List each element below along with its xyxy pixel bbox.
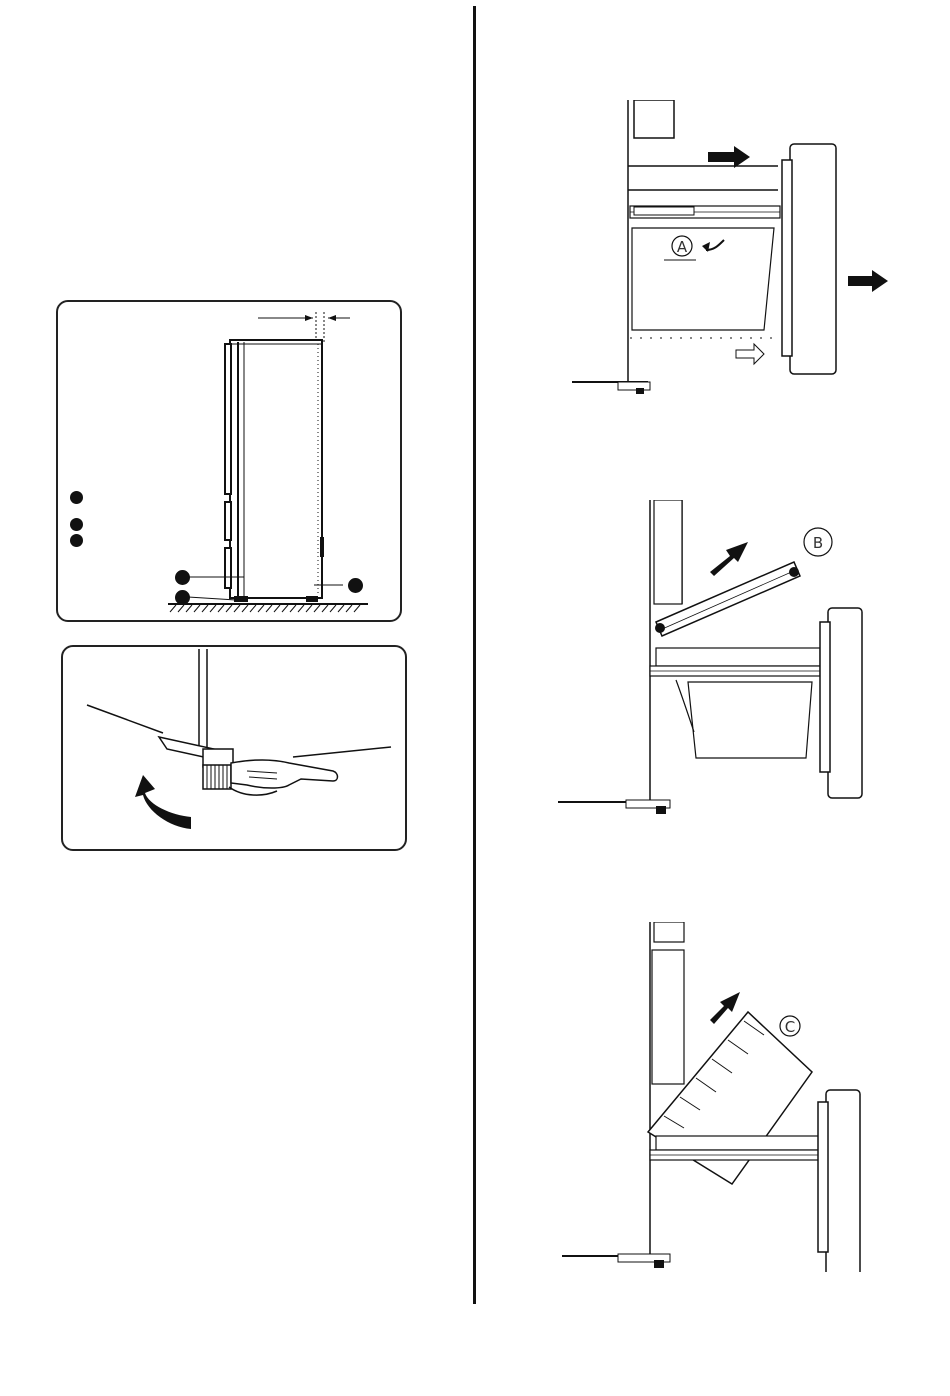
callout-marker-6 — [348, 578, 363, 593]
callout-marker-3 — [70, 534, 83, 547]
adjustable-foot-illustration — [63, 647, 405, 849]
leveling-diagram-panel — [56, 300, 402, 622]
fridge-side-view — [58, 302, 400, 620]
callout-marker-5 — [175, 590, 190, 605]
drawer-removal-step-b: B — [556, 500, 886, 820]
step-label-a: A — [677, 238, 688, 256]
step-label-b: B — [813, 534, 823, 552]
drawer-removal-step-c: C — [560, 922, 890, 1272]
column-divider — [473, 6, 476, 1304]
callout-marker-4 — [175, 570, 190, 585]
drawer-lift-up-diagram: B — [556, 500, 886, 820]
step-label-c: C — [785, 1018, 795, 1036]
callout-marker-1 — [70, 491, 83, 504]
drawer-tilt-out-diagram: C — [560, 922, 890, 1272]
drawer-pull-out-diagram: A — [568, 100, 898, 400]
callout-marker-2 — [70, 518, 83, 531]
drawer-removal-step-a: A — [568, 100, 898, 400]
foot-adjust-panel — [61, 645, 407, 851]
